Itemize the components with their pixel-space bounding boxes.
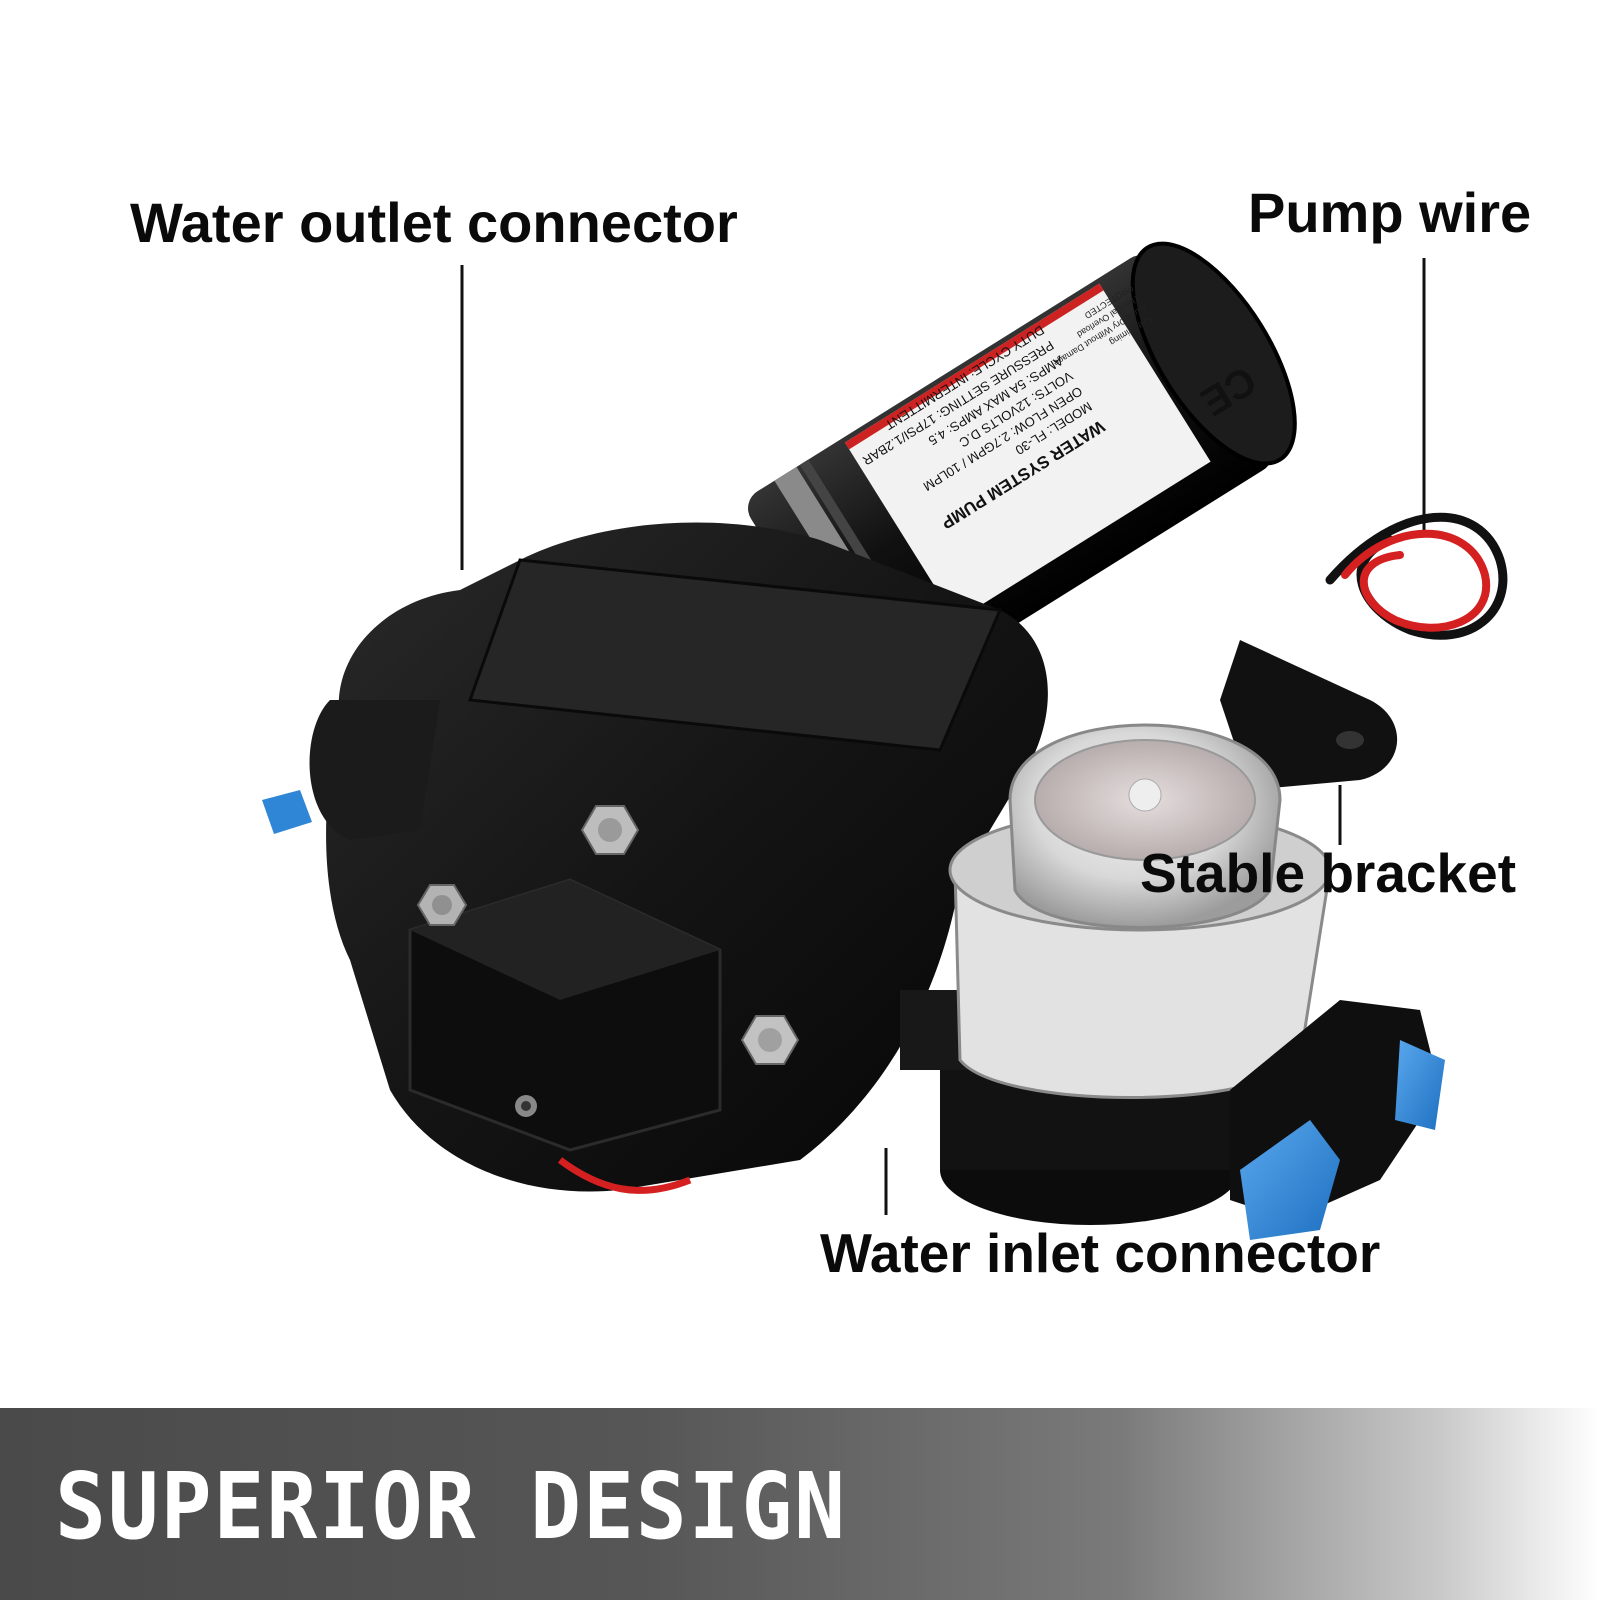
outlet-blue-tab [262,790,312,834]
outlet-fitting [309,700,440,840]
inlet-blue-connector [1230,1000,1445,1240]
banner-title: SUPERIOR DESIGN [55,1453,847,1560]
spec-label [844,283,1211,621]
callout-stable-bracket: Stable bracket [1140,842,1517,904]
pump-head-lid [467,558,1003,752]
pressure-switch-box [408,878,722,1194]
callout-water-inlet-connector: Water inlet connector [820,1222,1381,1284]
callout-water-outlet-connector: Water outlet connector [130,191,738,254]
stable-bracket [1220,640,1398,790]
inlet-strainer [900,723,1332,1225]
bottom-banner: SUPERIOR DESIGN [0,1408,1600,1600]
pump-wires [1325,512,1508,640]
callout-pump-wire: Pump wire [1248,181,1532,244]
hex-bolts [416,805,800,1065]
